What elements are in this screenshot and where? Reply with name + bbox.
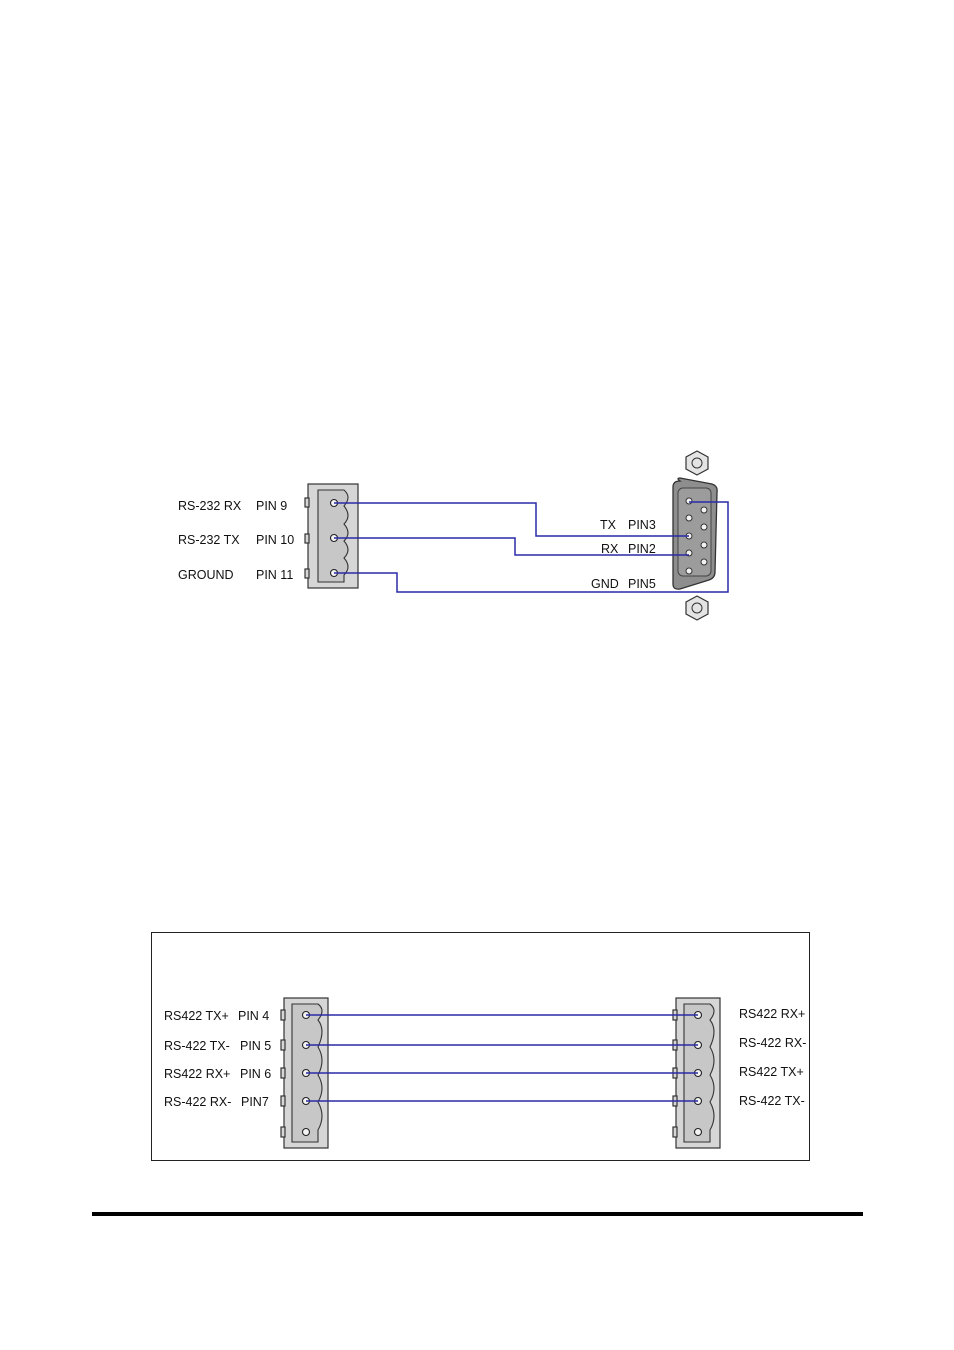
db9-pin-hole	[686, 498, 692, 504]
db9-pin-hole	[701, 542, 707, 548]
wire-ground	[334, 502, 728, 592]
rs422-diagram: RS422 TX+ PIN 4 RS-422 TX- PIN 5 RS422 R…	[152, 933, 810, 1161]
db9-pin2-label: PIN2	[628, 542, 656, 556]
rs422-rxp-label: RS422 RX+	[164, 1067, 230, 1081]
terminal-tab	[281, 1040, 285, 1050]
rs232-tx-label: RS-232 TX	[178, 533, 240, 547]
terminal-tab	[281, 1068, 285, 1078]
pin7-label: PIN7	[241, 1095, 269, 1109]
ground-label: GROUND	[178, 568, 234, 582]
rs422-txp-label: RS422 TX+	[164, 1009, 229, 1023]
db9-pin5-label: PIN5	[628, 577, 656, 591]
rs232-rx-label: RS-232 RX	[178, 499, 242, 513]
terminal-tab	[305, 534, 309, 543]
right-txm-label: RS-422 TX-	[739, 1094, 805, 1108]
terminal-tab	[281, 1096, 285, 1106]
right-rxm-label: RS-422 RX-	[739, 1036, 806, 1050]
db9-pin-hole	[686, 515, 692, 521]
rs422-rxm-label: RS-422 RX-	[164, 1095, 231, 1109]
rs232-diagram: RS-232 RX PIN 9 RS-232 TX PIN 10 GROUND …	[178, 451, 728, 620]
db9-gnd-label: GND	[591, 577, 619, 591]
pin4-label: PIN 4	[238, 1009, 269, 1023]
db9-pin-hole	[686, 568, 692, 574]
pin6-label: PIN 6	[240, 1067, 271, 1081]
db9-pin-hole	[701, 507, 707, 513]
terminal-tab	[305, 569, 309, 578]
db9-bottom-nut-icon	[686, 596, 708, 620]
rs422-txm-label: RS-422 TX-	[164, 1039, 230, 1053]
terminal-tab	[281, 1127, 285, 1137]
db9-pin-hole	[701, 559, 707, 565]
db9-pin3-label: PIN3	[628, 518, 656, 532]
left-pin-8	[303, 1129, 310, 1136]
right-pin-5	[695, 1129, 702, 1136]
terminal-tab	[281, 1010, 285, 1020]
db9-pin-hole	[701, 524, 707, 530]
terminal-tab	[305, 498, 309, 507]
pin10-label: PIN 10	[256, 533, 294, 547]
pin11-label: PIN 11	[256, 568, 293, 582]
db9-tx-label: TX	[600, 518, 617, 532]
pin9-label: PIN 9	[256, 499, 287, 513]
db9-top-nut-icon	[686, 451, 708, 475]
pin5-label: PIN 5	[240, 1039, 271, 1053]
db9-rx-label: RX	[601, 542, 619, 556]
terminal-tab	[673, 1127, 677, 1137]
right-rxp-label: RS422 RX+	[739, 1007, 805, 1021]
right-txp-label: RS422 TX+	[739, 1065, 804, 1079]
